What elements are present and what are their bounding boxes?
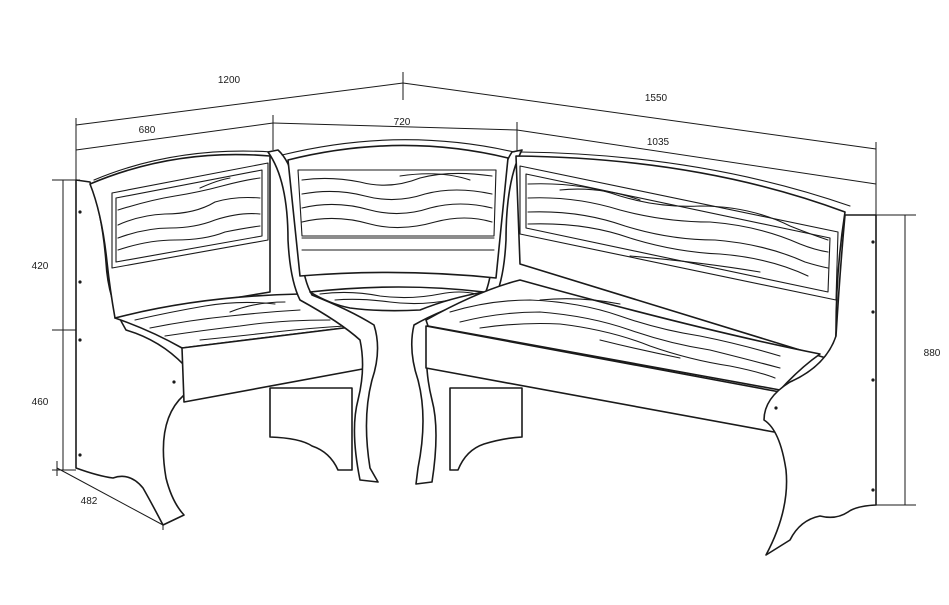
dim-seat-height: 460 [32,397,49,408]
dim-overall-right: 1550 [645,93,668,104]
dim-depth: 482 [81,496,98,507]
right-bench [425,151,877,556]
dim-total-height: 880 [924,348,941,359]
corner-seat-grain [319,291,477,305]
right-back-grain [527,183,829,277]
dim-back-height: 420 [32,261,49,272]
left-seat-grain [134,301,346,341]
dim-right-bench: 1035 [647,137,670,148]
corner-unit [267,139,523,485]
dimension-lines [52,72,916,530]
right-seat-grain [449,298,781,379]
dim-overall-left: 1200 [218,75,241,86]
back-plinths [269,387,523,471]
left-bench [75,150,369,526]
dim-left-bench: 680 [139,125,156,136]
left-back-grain [117,177,261,251]
dim-corner: 720 [394,117,411,128]
corner-back-grain [301,172,493,229]
